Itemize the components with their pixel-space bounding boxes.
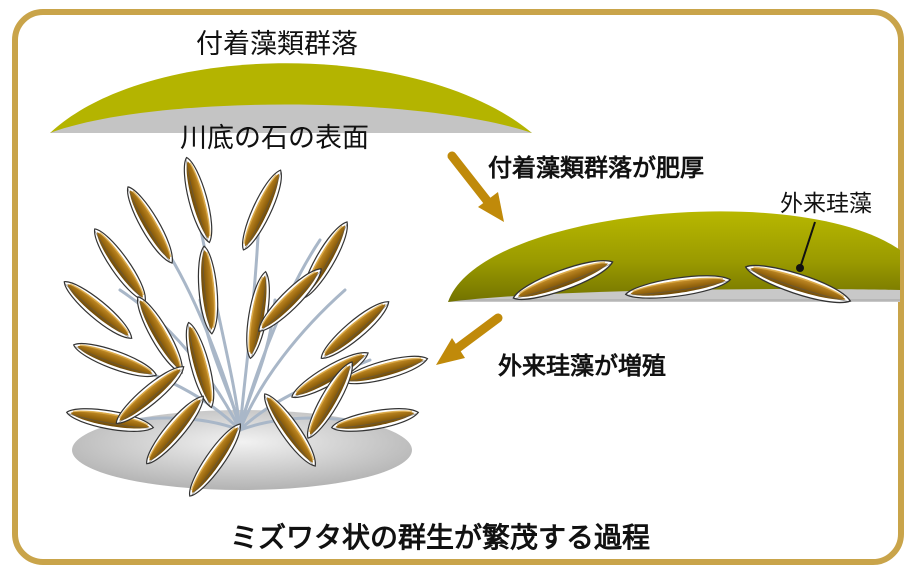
arrow-down-right: [447, 151, 504, 222]
arrow-down-left: [436, 313, 503, 365]
alien-diatom-label: 外来珪藻: [780, 191, 872, 217]
proliferation-label: 外来珪藻が増殖: [498, 352, 666, 380]
biofilm-label: 付着藻類群落: [196, 29, 358, 60]
pointer-dot: [796, 264, 804, 272]
stone-surface: [50, 104, 532, 133]
thickening-label: 付着藻類群落が肥厚: [488, 154, 704, 182]
diagram-caption: ミズワタ状の群生が繁茂する過程: [230, 521, 651, 554]
stone-surface-label: 川底の石の表面: [180, 123, 369, 154]
alien-diatom-pointer: [799, 221, 816, 269]
colony-stone: [72, 410, 412, 490]
